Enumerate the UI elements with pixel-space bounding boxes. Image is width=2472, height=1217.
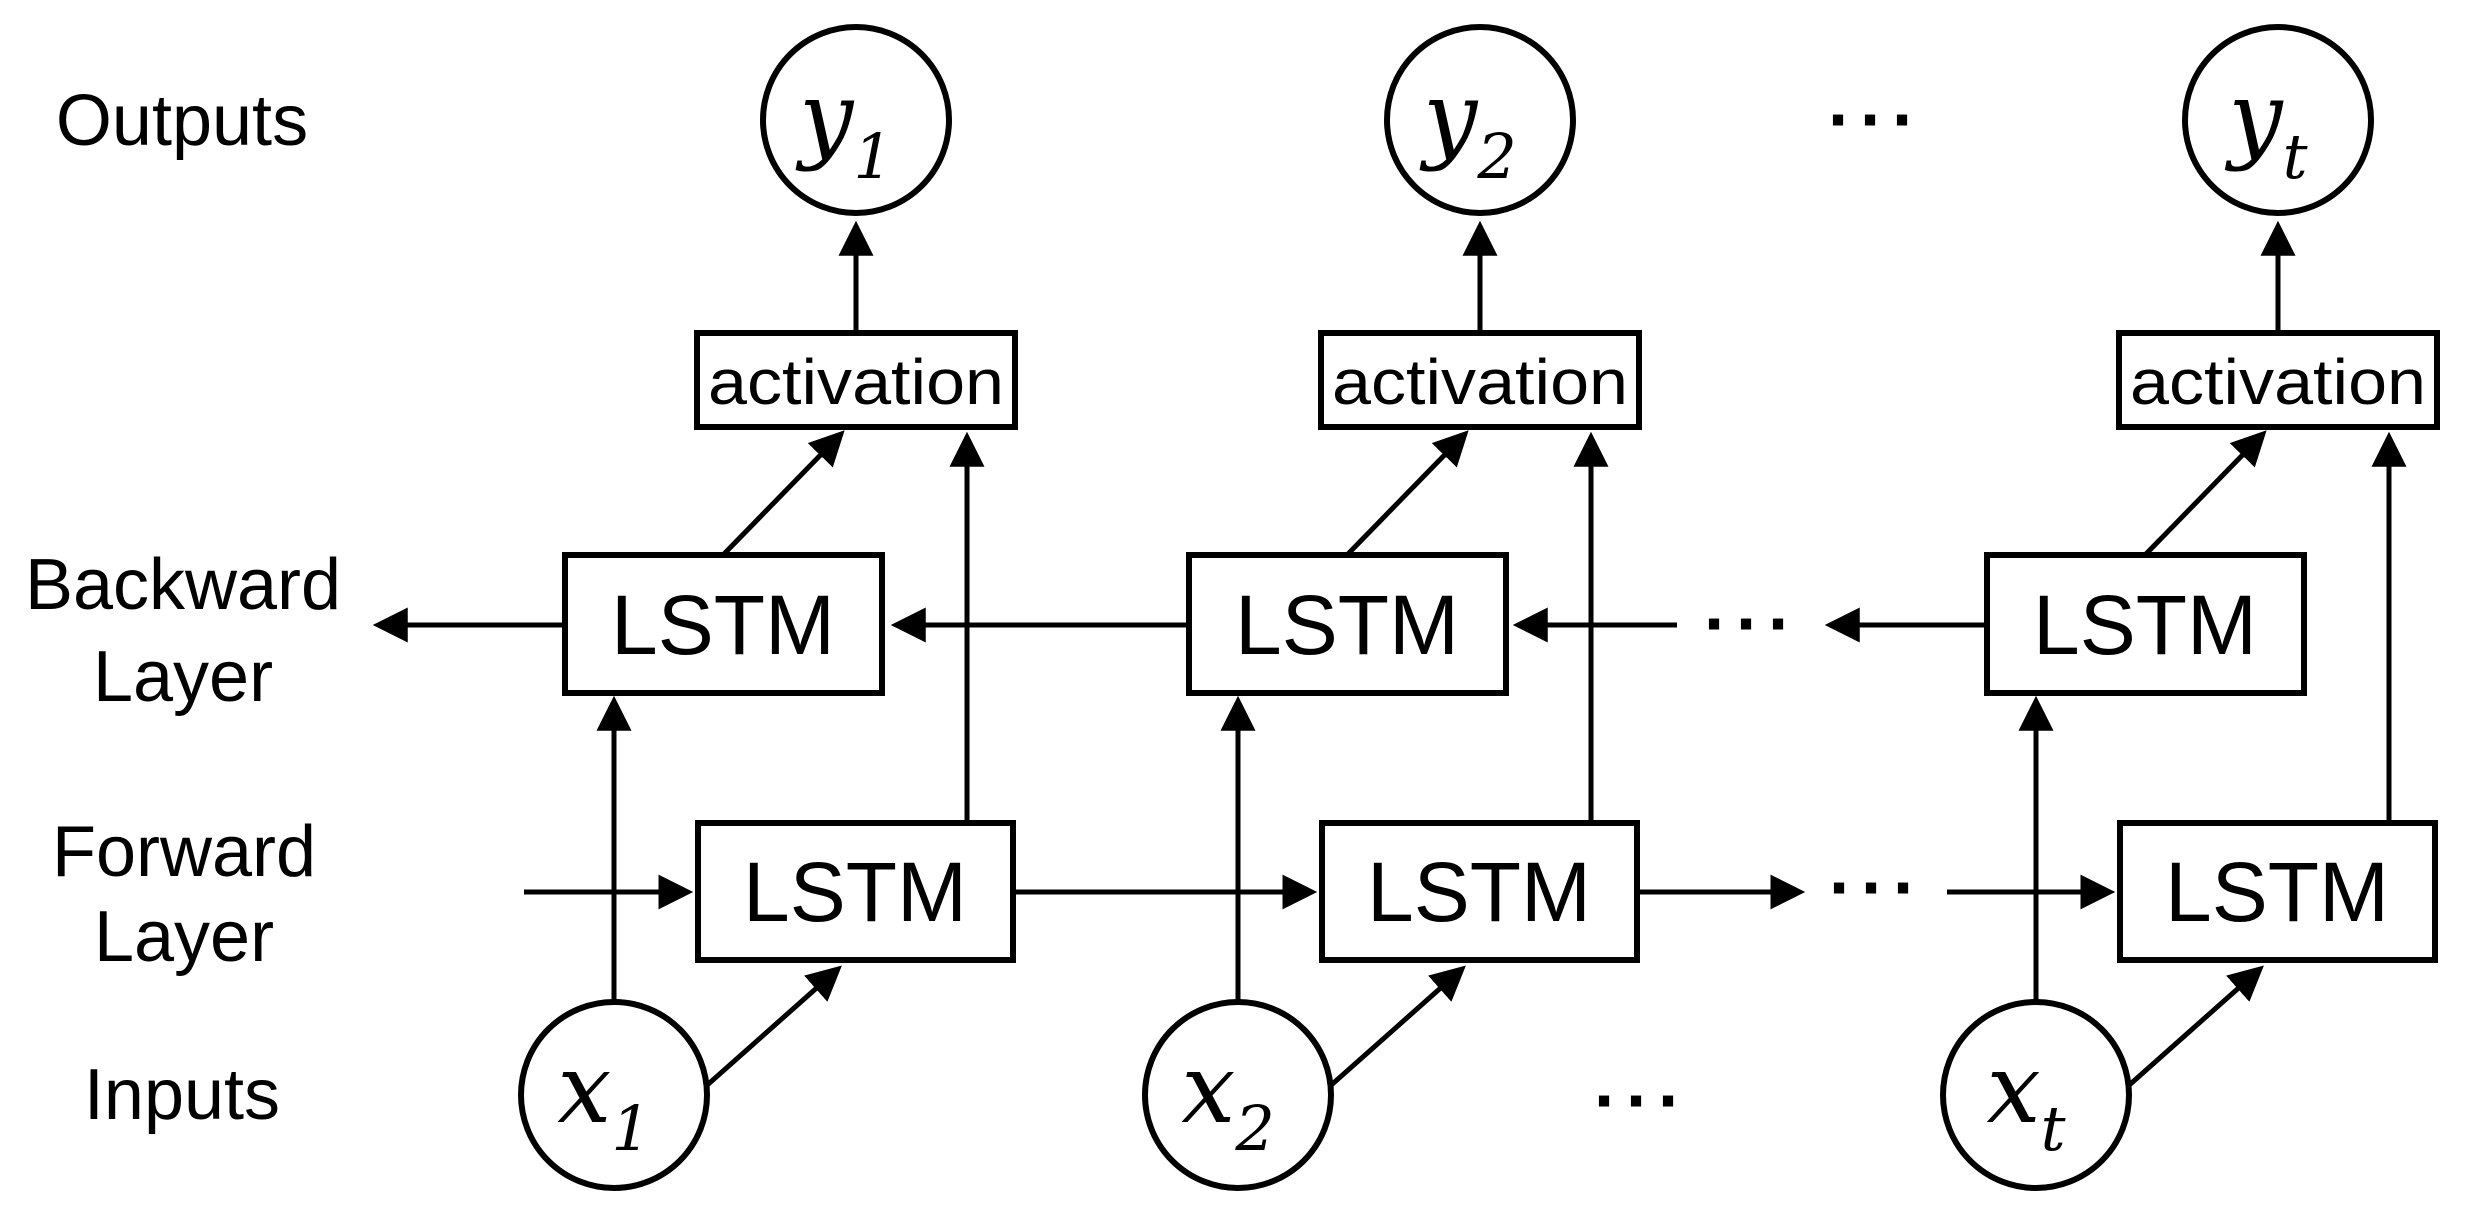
column-2: activation LSTM LSTM y2 x2 (1142, 24, 1642, 1191)
activation-box-1 (694, 330, 1018, 430)
output-node-yt (2182, 24, 2374, 216)
input-node-xt (1940, 999, 2132, 1191)
forward-lstm-label-2: LSTM (1367, 845, 1591, 939)
ellipsis-outputs: ··· (1827, 86, 1923, 154)
arrow-backward2-to-activation2 (1345, 430, 1469, 557)
arrow-x1-to-forward1 (703, 965, 842, 1089)
column-t: activation LSTM LSTM yt xt (1940, 24, 2440, 1191)
output-node-y1 (760, 24, 952, 216)
activation-box-t (2116, 330, 2440, 430)
backward-lstm-box-1 (562, 552, 885, 696)
backward-lstm-label-t: LSTM (2033, 578, 2257, 672)
column-1: activation LSTM LSTM y1 x1 (518, 24, 1018, 1191)
input-label-x2: x2 (1181, 1033, 1275, 1165)
row-label-outputs: Outputs (56, 81, 308, 161)
input-label-xt-base: x (1986, 1033, 2040, 1145)
row-label-backward-line2: Layer (93, 637, 273, 717)
arrow-backward1-to-activation1 (721, 430, 845, 557)
input-label-xt-sub: t (2041, 1092, 2066, 1165)
backward-lstm-box-t (1984, 552, 2307, 696)
arrow-backwardt-to-activationt (2143, 430, 2267, 557)
activation-box-2 (1318, 330, 1642, 430)
ellipsis-backward: ··· (1703, 590, 1799, 658)
output-label-y1-base: y (795, 61, 855, 173)
backward-lstm-label-2: LSTM (1235, 578, 1459, 672)
output-label-yt-sub: t (2283, 120, 2308, 193)
input-label-x2-sub: 2 (1234, 1092, 1274, 1165)
backward-lstm-label-1: LSTM (611, 578, 835, 672)
arrow-x2-to-forward2 (1327, 965, 1466, 1089)
input-label-x2-base: x (1181, 1033, 1235, 1145)
forward-lstm-box-1 (695, 820, 1016, 963)
row-label-inputs: Inputs (84, 1055, 280, 1135)
output-label-y2-base: y (1419, 61, 1479, 173)
input-label-x1-base: x (557, 1033, 611, 1145)
forward-lstm-box-2 (1319, 820, 1640, 963)
row-label-forward-line2: Layer (94, 897, 274, 977)
forward-lstm-box-t (2117, 820, 2438, 963)
activation-label-2: activation (1332, 346, 1628, 418)
input-label-xt: xt (1986, 1033, 2065, 1165)
activation-label-t: activation (2130, 346, 2426, 418)
output-label-y1-sub: 1 (853, 120, 892, 193)
output-label-yt: yt (2224, 61, 2307, 193)
activation-label-1: activation (708, 346, 1004, 418)
output-label-y2: y2 (1419, 61, 1517, 193)
row-label-backward-line1: Backward (25, 545, 341, 625)
output-node-y2 (1384, 24, 1576, 216)
ellipsis-inputs: ··· (1593, 1067, 1689, 1135)
input-node-x1 (518, 999, 710, 1191)
backward-lstm-box-2 (1186, 552, 1509, 696)
input-label-x1: x1 (557, 1033, 651, 1165)
row-label-forward-line1: Forward (52, 812, 316, 892)
output-label-yt-base: y (2224, 61, 2284, 173)
input-node-x2 (1142, 999, 1334, 1191)
arrow-xt-to-forwardt (2125, 965, 2264, 1089)
forward-lstm-label-t: LSTM (2165, 845, 2389, 939)
input-label-x1-sub: 1 (611, 1092, 650, 1165)
output-label-y2-sub: 2 (1476, 120, 1516, 193)
forward-lstm-label-1: LSTM (743, 845, 967, 939)
output-label-y1: y1 (795, 61, 893, 193)
ellipsis-forward: ··· (1828, 854, 1924, 922)
